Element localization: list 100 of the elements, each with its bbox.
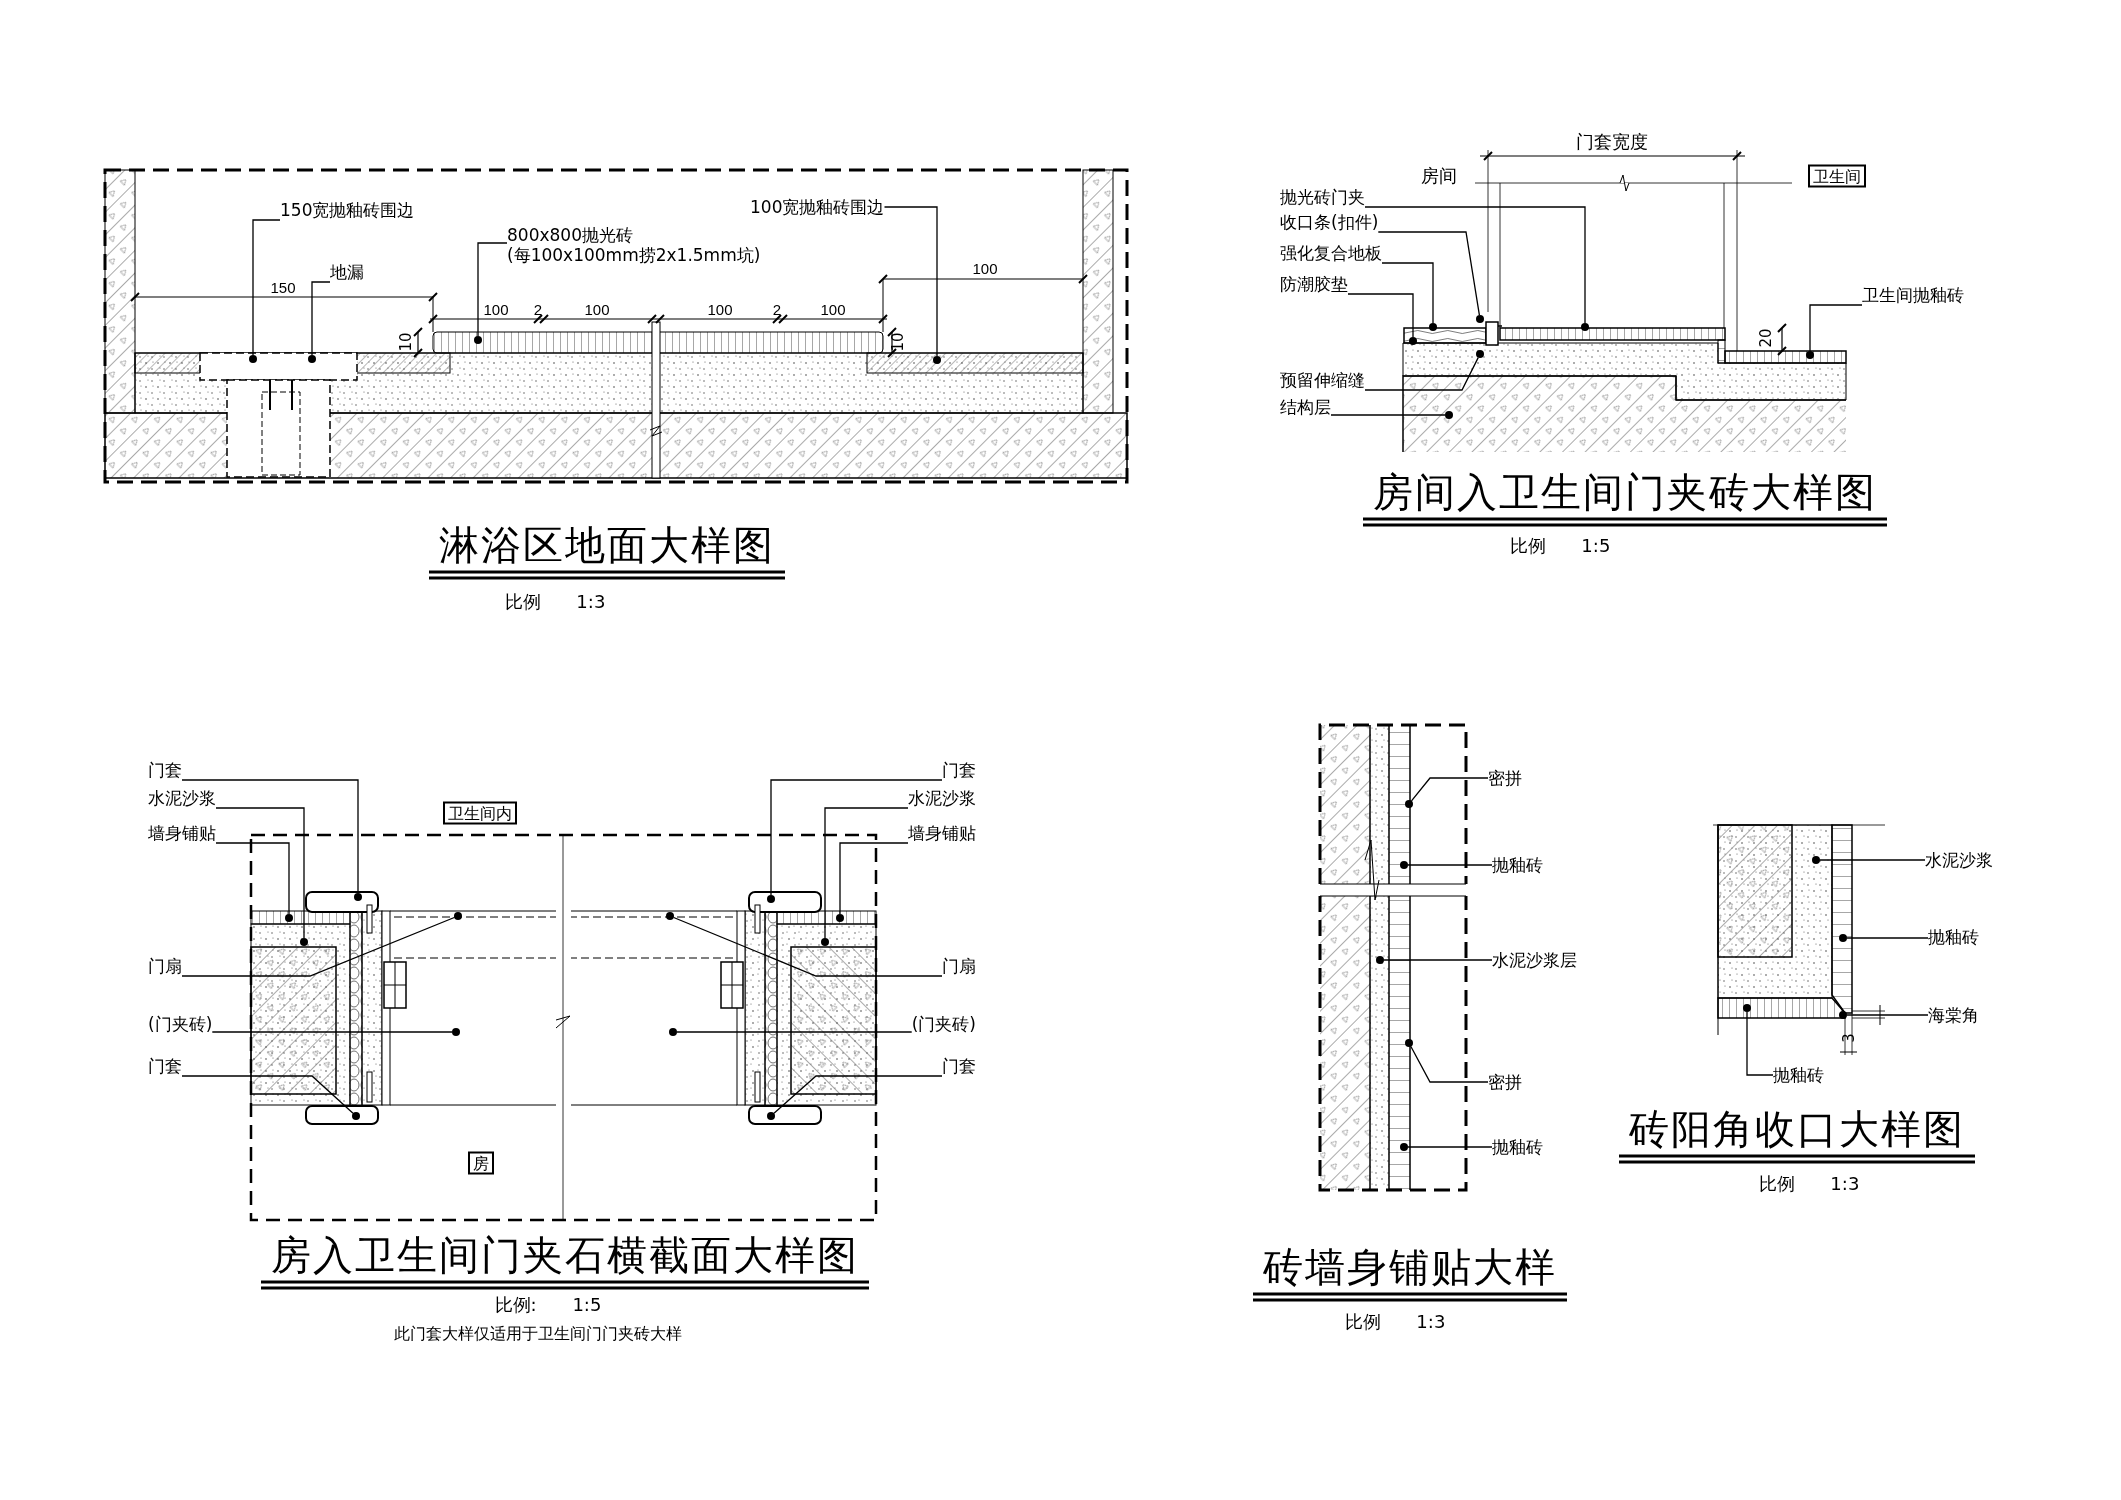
material-label: 水泥沙浆 xyxy=(908,788,976,808)
leader-line xyxy=(1377,231,1481,316)
leader-line xyxy=(1407,1146,1493,1148)
material-label: 密拼 xyxy=(1488,1072,1522,1092)
material-label: 门套 xyxy=(148,1056,182,1076)
dimension-value: 10 xyxy=(397,332,415,352)
material-label: 防潮胶垫 xyxy=(1280,274,1348,294)
leader-line xyxy=(1347,293,1414,338)
leader-dot xyxy=(352,1112,360,1120)
leader-line xyxy=(1819,859,1926,861)
scale-note: 比例: 1:5 xyxy=(494,1293,602,1317)
leader-line xyxy=(883,206,938,357)
leader-line xyxy=(1410,777,1489,802)
leader-line xyxy=(181,1075,354,1114)
leader-line xyxy=(1410,1045,1489,1083)
material-label: 水泥沙浆层 xyxy=(1492,950,1577,970)
leader-dot xyxy=(1376,956,1384,964)
material-label: 海棠角 xyxy=(1928,1005,1979,1025)
material-label: 水泥沙浆 xyxy=(148,788,216,808)
leader-line xyxy=(252,219,281,356)
leader-dot xyxy=(1409,337,1417,345)
material-label: 门套 xyxy=(942,1056,976,1076)
material-label: 结构层 xyxy=(1280,397,1331,417)
dimension-value: 100 xyxy=(707,300,733,318)
leader-line xyxy=(1381,262,1434,324)
leader-line xyxy=(1383,959,1493,961)
leader-dot xyxy=(474,336,482,344)
material-label: 强化复合地板 xyxy=(1280,243,1382,263)
room-tag: 房 xyxy=(468,1151,494,1175)
leader-dot xyxy=(285,914,293,922)
room-tag: 卫生间内 xyxy=(443,801,517,825)
dimension-label: 门套宽度 xyxy=(1576,130,1648,154)
leader-dot xyxy=(354,893,362,901)
drawing-title: 砖阳角收口大样图 xyxy=(1619,1104,1975,1164)
scale-note: 比例 1:3 xyxy=(1344,1310,1446,1334)
scale-note: 比例 1:3 xyxy=(1758,1172,1860,1196)
leader-dot xyxy=(300,938,308,946)
material-label: 地漏 xyxy=(330,262,364,282)
drawing-title: 淋浴区地面大样图 xyxy=(429,520,785,580)
dimension-value: 2 xyxy=(533,300,543,318)
material-label: 收口条(扣件) xyxy=(1280,212,1379,232)
leader-line xyxy=(1407,864,1493,866)
material-label: 预留伸缩缝 xyxy=(1280,370,1365,390)
leader-dot xyxy=(1476,350,1484,358)
leader-line xyxy=(1846,1014,1929,1016)
material-label: 门扇 xyxy=(148,956,182,976)
leader-line xyxy=(215,842,290,915)
leader-dot xyxy=(933,356,941,364)
leader-dot xyxy=(1405,1039,1413,1047)
leader-line xyxy=(181,779,359,894)
drawing-title: 砖墙身铺贴大样 xyxy=(1253,1242,1567,1302)
material-label: 抛釉砖 xyxy=(1492,1137,1543,1157)
leader-line xyxy=(181,916,455,977)
leader-dot xyxy=(767,895,775,903)
dimension-label: 房间 xyxy=(1421,164,1457,188)
leader-dot xyxy=(1839,1011,1847,1019)
material-label: 150宽抛釉砖围边 xyxy=(280,200,415,220)
leader-dot xyxy=(1445,411,1453,419)
leader-dot xyxy=(666,912,674,920)
leader-line xyxy=(673,916,943,977)
leader-line xyxy=(211,1031,453,1033)
drawing-title: 房入卫生间门夹石横截面大样图 xyxy=(261,1230,869,1290)
drawing-title: 房间入卫生间门夹砖大样图 xyxy=(1363,467,1887,527)
material-label: 门扇 xyxy=(942,956,976,976)
leader-dot xyxy=(249,355,257,363)
material-label: 抛釉砖 xyxy=(1492,855,1543,875)
material-label: (门夹砖) xyxy=(911,1014,976,1034)
scale-note: 比例 1:5 xyxy=(1509,534,1611,558)
leader-line xyxy=(1746,1011,1774,1076)
leader-line xyxy=(676,1031,913,1033)
dimension-value: 150 xyxy=(270,278,296,296)
leader-line xyxy=(839,842,909,915)
material-label: 抛釉砖 xyxy=(1773,1065,1824,1085)
leader-line xyxy=(1364,206,1586,324)
leader-dot xyxy=(1405,800,1413,808)
note-text: 此门套大样仅适用于卫生间门门夹砖大样 xyxy=(394,1323,682,1345)
leader-dot xyxy=(1806,351,1814,359)
dimension-value: 2 xyxy=(772,300,782,318)
material-label: 门套 xyxy=(942,760,976,780)
material-label: 密拼 xyxy=(1488,768,1522,788)
leader-dot xyxy=(1400,1143,1408,1151)
material-label: 卫生间抛釉砖 xyxy=(1862,285,1964,305)
leader-dot xyxy=(1429,323,1437,331)
dimension-value: 100 xyxy=(584,300,610,318)
scale-note: 比例 1:3 xyxy=(504,590,606,614)
leader-dot xyxy=(454,912,462,920)
dimension-value: 20 xyxy=(1757,328,1775,348)
leader-dot xyxy=(452,1028,460,1036)
leader-line xyxy=(1330,414,1446,416)
material-label: 800x800抛光砖 (每100x100mm捞2x1.5mm坑) xyxy=(507,225,761,265)
leader-line xyxy=(770,779,943,896)
material-label: (门夹砖) xyxy=(148,1014,213,1034)
leader-line xyxy=(1364,356,1479,391)
leader-dot xyxy=(1743,1004,1751,1012)
material-label: 抛釉砖 xyxy=(1928,927,1979,947)
dimension-value: 3 xyxy=(1840,1033,1858,1043)
leader-dot xyxy=(1812,856,1820,864)
material-label: 抛光砖门夹 xyxy=(1280,187,1365,207)
leader-line xyxy=(477,242,508,337)
dimension-value: 100 xyxy=(820,300,846,318)
